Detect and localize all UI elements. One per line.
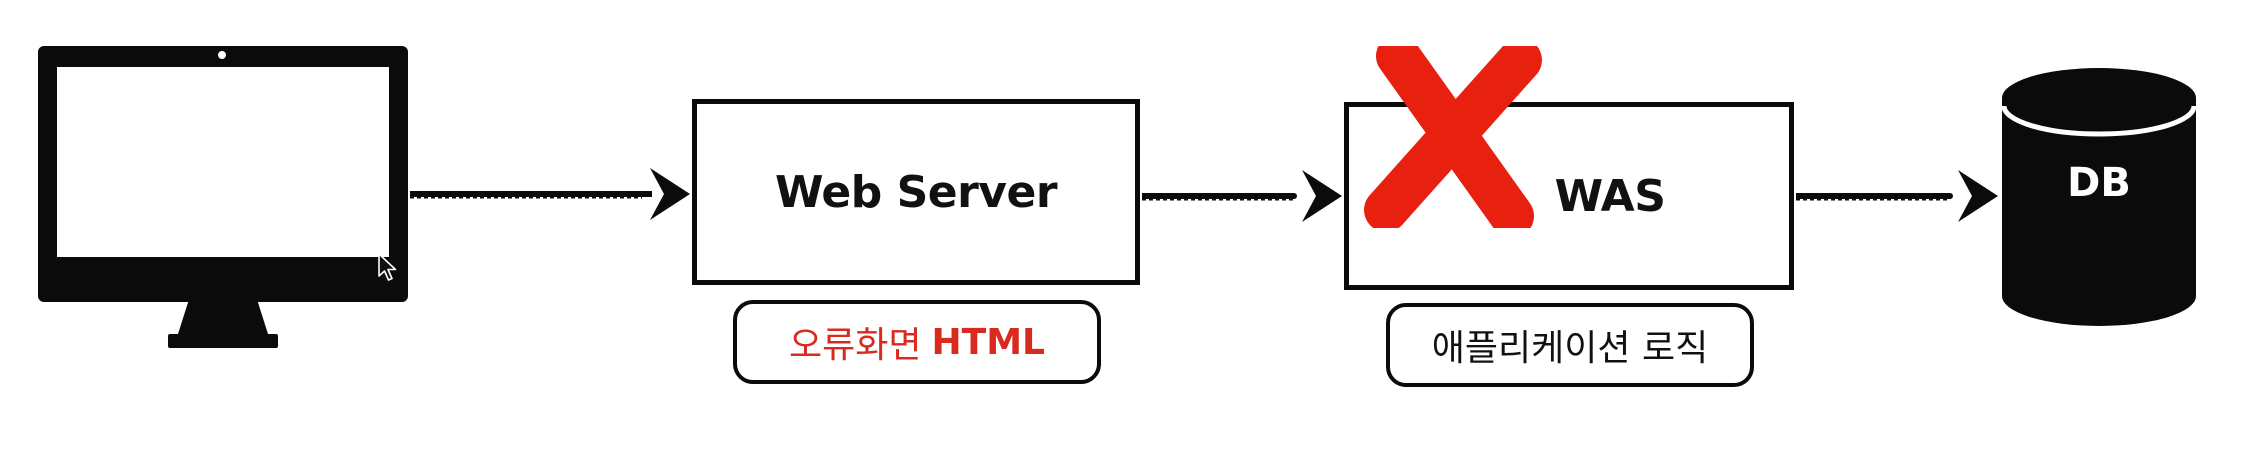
web-server-label: Web Server	[774, 166, 1058, 218]
was-label: WAS	[1554, 170, 1666, 222]
web-server-note-label: 오류화면	[789, 325, 922, 366]
arrow-client-to-webserver	[410, 168, 690, 220]
failure-x-icon	[1364, 46, 1542, 228]
monitor-screen	[57, 67, 389, 257]
mouse-cursor-icon	[378, 253, 397, 281]
database-icon	[2001, 68, 2197, 326]
monitor-camera-dot	[218, 51, 226, 59]
web-server-note-strong: HTML	[931, 321, 1045, 363]
web-server-note: 오류화면 HTML	[733, 300, 1101, 384]
monitor-stand-base	[168, 334, 278, 348]
arrow-webserver-to-was	[1142, 170, 1342, 222]
arrow-was-to-db	[1796, 170, 1998, 222]
db-label: DB	[2067, 160, 2131, 206]
web-server-box: Web Server	[692, 99, 1140, 285]
was-note: 애플리케이션 로직	[1386, 303, 1754, 387]
was-note-label: 애플리케이션 로직	[1431, 328, 1709, 369]
monitor-stand-neck	[178, 300, 268, 334]
